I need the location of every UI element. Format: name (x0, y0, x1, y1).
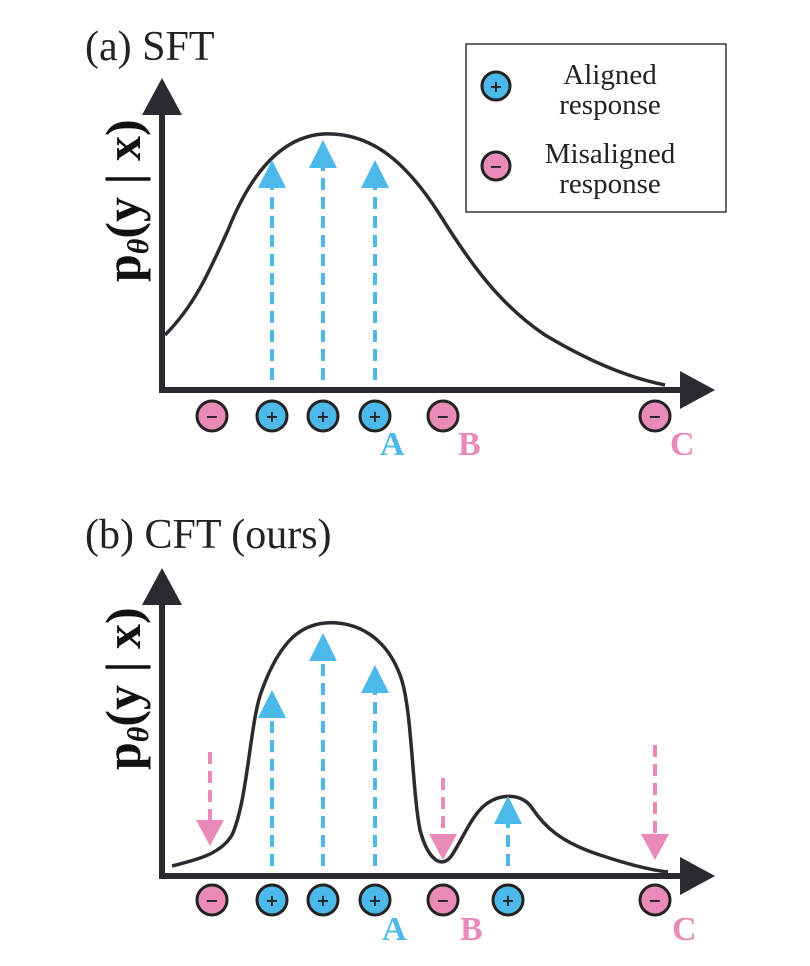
aligned-response-icon: + (306, 883, 340, 917)
panel-title-sft: (a) SFT (85, 24, 215, 70)
aligned-response-icon: + (255, 883, 289, 917)
legend-aligned-line1: Aligned (563, 59, 657, 91)
svg-text:+: + (501, 891, 514, 910)
up-arrow-head-icon (309, 633, 337, 661)
aligned-response-icon: + (306, 399, 340, 433)
svg-text:−: − (648, 891, 661, 910)
aligned-response-icon: + (255, 399, 289, 433)
y-axis-label-cft: pθ(y | x) (95, 607, 155, 770)
response-markers-sft: − + + + − − (195, 399, 672, 433)
svg-text:−: − (436, 407, 449, 426)
svg-text:+: + (265, 891, 278, 910)
label-c-sft: C (670, 426, 695, 463)
legend-misaligned-icon: − (480, 150, 512, 182)
panel-sft: (a) SFT pθ(y | x) − + + + − − A B C (85, 24, 715, 463)
aligned-arrows-cft (258, 633, 522, 866)
svg-text:+: + (316, 407, 329, 426)
aligned-response-icon: + (491, 883, 525, 917)
legend: + Aligned response − Misaligned response (465, 43, 727, 213)
svg-text:−: − (648, 407, 661, 426)
aligned-response-icon: + (358, 399, 392, 433)
legend-aligned-icon: + (480, 70, 512, 102)
misaligned-response-icon: − (638, 399, 672, 433)
x-axis-arrow-cft (680, 857, 715, 895)
y-axis-arrow-sft (142, 78, 182, 115)
label-a-sft: A (380, 426, 405, 463)
legend-aligned-line2: response (559, 89, 660, 121)
svg-text:+: + (489, 77, 502, 96)
density-curve-cft (171, 621, 669, 874)
x-axis-arrow-sft (680, 371, 715, 409)
up-arrow-head-icon (361, 665, 389, 693)
svg-text:+: + (368, 407, 381, 426)
up-arrow-head-icon (258, 160, 286, 188)
down-arrow-head-icon (429, 834, 457, 860)
svg-text:+: + (316, 891, 329, 910)
misaligned-arrows-cft (196, 745, 669, 860)
response-markers-cft: − + + + − + − (195, 883, 672, 917)
misaligned-response-icon: − (195, 883, 229, 917)
label-b-sft: B (458, 426, 481, 463)
misaligned-response-icon: − (638, 883, 672, 917)
up-arrow-head-icon (309, 140, 337, 168)
panel-title-cft: (b) CFT (ours) (85, 512, 332, 558)
svg-text:−: − (436, 891, 449, 910)
density-curve-sft (163, 132, 666, 387)
misaligned-response-icon: − (426, 883, 460, 917)
y-axis-label-sft: pθ(y | x) (95, 119, 155, 282)
down-arrow-head-icon (641, 834, 669, 860)
down-arrow-head-icon (196, 820, 224, 846)
label-a-cft: A (382, 911, 407, 948)
legend-misaligned-line2: response (559, 168, 660, 200)
label-c-cft: C (672, 911, 697, 948)
aligned-arrows-sft (258, 140, 389, 380)
panel-cft: (b) CFT (ours) pθ(y | x) (85, 512, 715, 948)
aligned-response-icon: + (358, 883, 392, 917)
svg-text:−: − (489, 157, 502, 176)
y-axis-arrow-cft (142, 568, 182, 605)
misaligned-response-icon: − (195, 399, 229, 433)
up-arrow-head-icon (361, 160, 389, 188)
up-arrow-head-icon (494, 796, 522, 824)
label-b-cft: B (460, 911, 483, 948)
svg-text:+: + (368, 891, 381, 910)
svg-text:+: + (265, 407, 278, 426)
up-arrow-head-icon (258, 690, 286, 718)
svg-text:−: − (205, 891, 218, 910)
legend-box (465, 43, 727, 213)
misaligned-response-icon: − (426, 399, 460, 433)
svg-text:−: − (205, 407, 218, 426)
legend-misaligned-line1: Misaligned (545, 138, 676, 170)
